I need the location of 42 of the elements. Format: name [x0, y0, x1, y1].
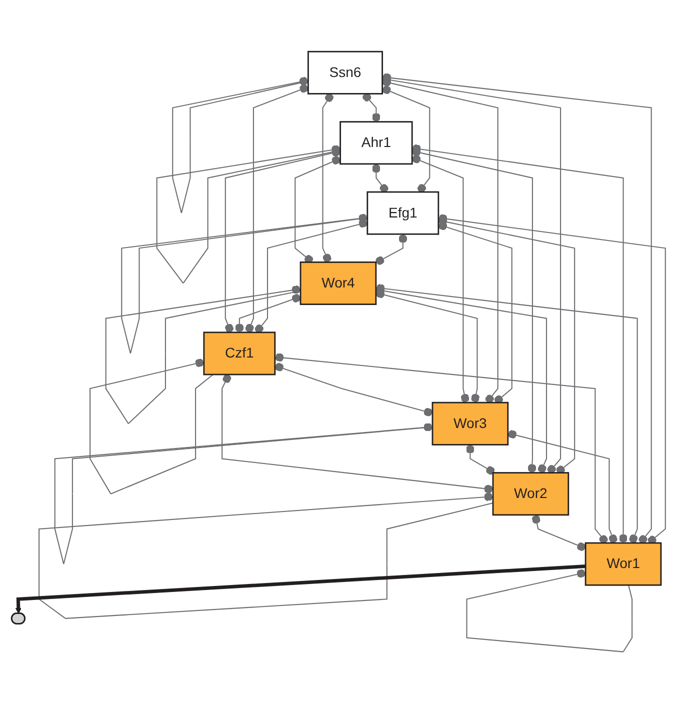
node-box: Wor1: [584, 542, 662, 586]
arrow: [15, 564, 586, 614]
connector: [245, 84, 308, 333]
connector: [412, 155, 470, 403]
connector: [438, 217, 576, 474]
connector: [466, 444, 495, 475]
connector: [362, 93, 380, 122]
connector: [235, 294, 301, 333]
connector: [38, 492, 494, 620]
connector: [372, 164, 388, 193]
connector: [222, 374, 494, 494]
connector: [274, 353, 608, 544]
node-box: Ssn6: [307, 51, 383, 95]
connector: [438, 214, 666, 544]
connector: [438, 222, 512, 404]
node-box: Efg1: [366, 192, 440, 236]
connector: [508, 430, 618, 544]
node-box: Czf1: [203, 332, 276, 376]
connector: [376, 290, 480, 403]
connector: [172, 77, 308, 214]
connector: [376, 234, 408, 266]
connector: [376, 284, 638, 544]
connector: [254, 219, 368, 334]
connector: [121, 214, 368, 354]
node-box: Ahr1: [340, 121, 413, 165]
connector: [90, 358, 214, 495]
connector: [156, 145, 340, 284]
connector: [294, 156, 341, 264]
connector: [466, 570, 633, 653]
connector: [54, 423, 433, 564]
connector: [224, 148, 340, 333]
connector: [274, 363, 433, 417]
connector: [532, 515, 586, 552]
connector: [412, 144, 628, 544]
connector: [382, 73, 652, 544]
connector: [105, 286, 301, 424]
connector: [382, 86, 430, 193]
node-box: Wor4: [300, 262, 377, 306]
node-box: Wor3: [432, 402, 509, 446]
connector: [322, 94, 334, 263]
connector: [382, 78, 498, 404]
node-box: Wor2: [492, 472, 570, 516]
